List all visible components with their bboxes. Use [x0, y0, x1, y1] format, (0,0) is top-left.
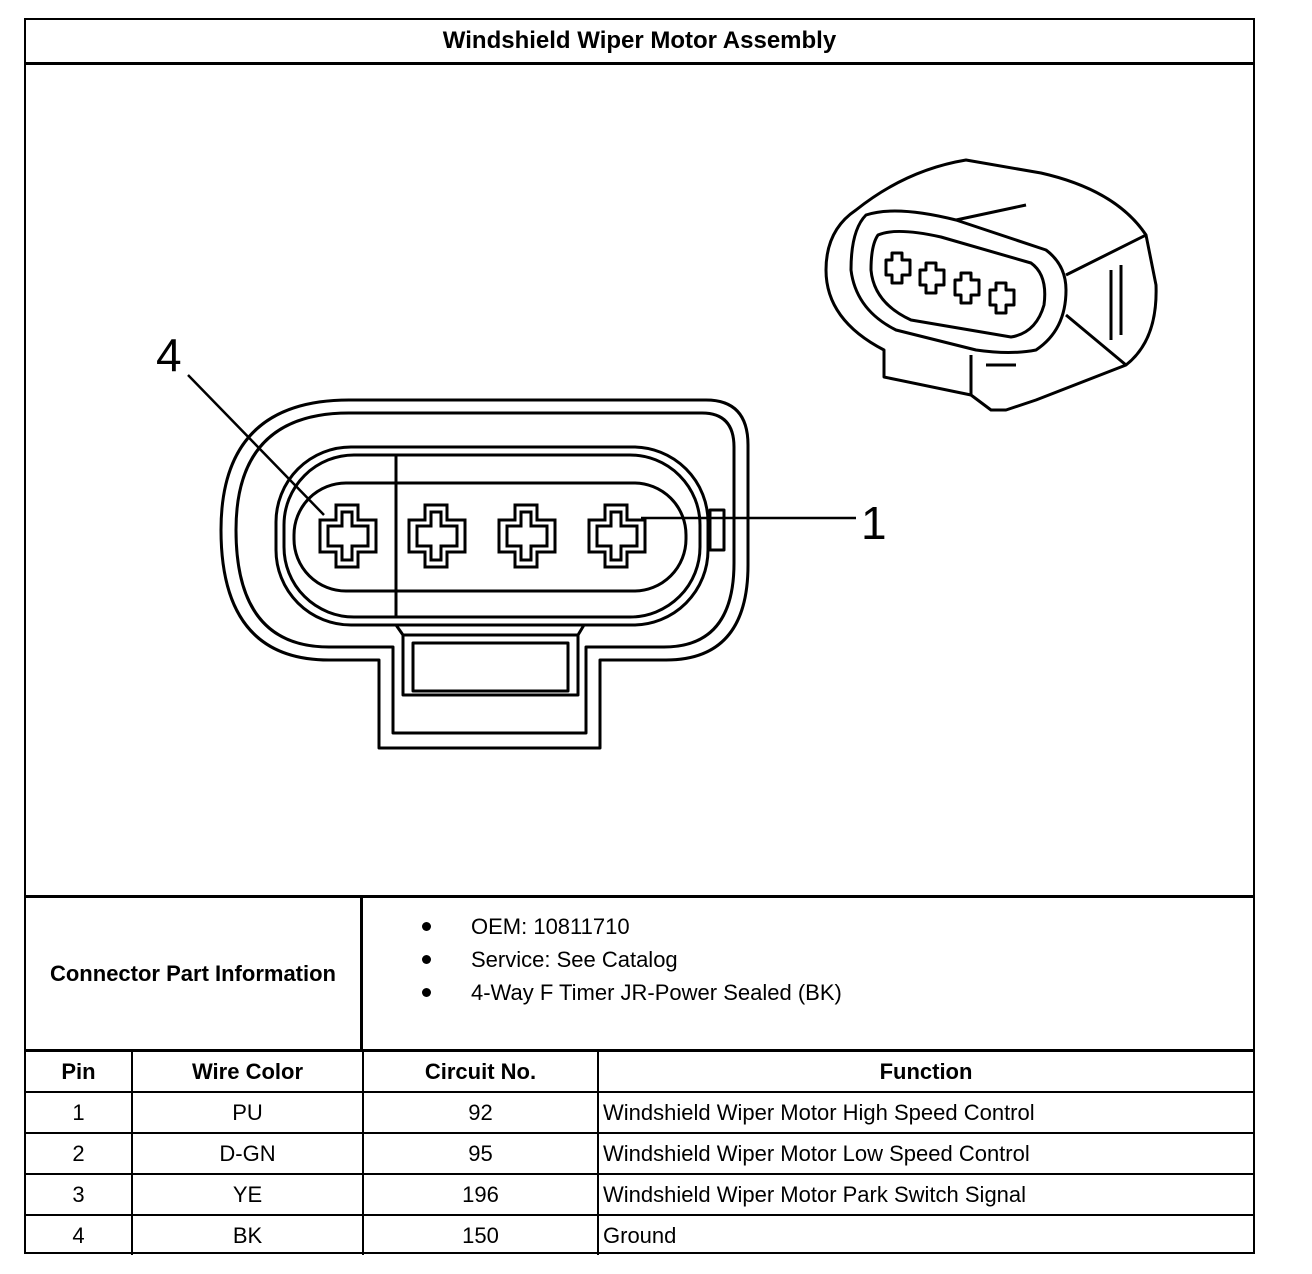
- pin-cavity-3: [407, 503, 467, 569]
- pin-cavities: [318, 503, 647, 569]
- header-pin: Pin: [26, 1049, 133, 1093]
- pin-cavity-2: [497, 503, 557, 569]
- callout-4-leader: [187, 374, 325, 516]
- table-row: 2 D-GN 95 Windshield Wiper Motor Low Spe…: [26, 1132, 1253, 1175]
- cell-wire-color: YE: [131, 1173, 364, 1216]
- callout-4-label: 4: [156, 329, 182, 381]
- cell-function: Ground: [597, 1214, 1253, 1255]
- diagram-title: Windshield Wiper Motor Assembly: [26, 20, 1253, 65]
- connector-info-row: Connector Part Information OEM: 10811710…: [26, 895, 1253, 1049]
- cell-pin: 4: [26, 1214, 133, 1255]
- connector-drawing: 4 1: [26, 65, 1253, 895]
- bullet-icon: [422, 922, 431, 931]
- connector-info-label: Connector Part Information: [26, 898, 363, 1049]
- table-row: 3 YE 196 Windshield Wiper Motor Park Swi…: [26, 1173, 1253, 1216]
- cell-circuit-no: 150: [362, 1214, 599, 1255]
- pin-table: Pin Wire Color Circuit No. Function 1 PU…: [26, 1049, 1253, 1255]
- header-wire-color: Wire Color: [131, 1049, 364, 1093]
- connector-iso-view: [824, 158, 1158, 412]
- cell-function: Windshield Wiper Motor Low Speed Control: [597, 1132, 1253, 1175]
- diagram-frame: Windshield Wiper Motor Assembly: [24, 18, 1255, 1255]
- header-function: Function: [597, 1049, 1253, 1093]
- list-item: OEM: 10811710: [416, 910, 842, 943]
- cell-pin: 3: [26, 1173, 133, 1216]
- pin-cavity-1: [587, 503, 647, 569]
- cell-pin: 1: [26, 1091, 133, 1134]
- bullet-icon: [422, 988, 431, 997]
- connector-front-view: [219, 398, 750, 750]
- cell-circuit-no: 196: [362, 1173, 599, 1216]
- bullet-icon: [422, 955, 431, 964]
- list-item: Service: See Catalog: [416, 943, 842, 976]
- cell-wire-color: PU: [131, 1091, 364, 1134]
- table-row: 4 BK 150 Ground: [26, 1214, 1253, 1255]
- cell-pin: 2: [26, 1132, 133, 1175]
- pin-cavity-4: [318, 503, 378, 569]
- header-circuit-no: Circuit No.: [362, 1049, 599, 1093]
- cell-function: Windshield Wiper Motor Park Switch Signa…: [597, 1173, 1253, 1216]
- table-row: 1 PU 92 Windshield Wiper Motor High Spee…: [26, 1091, 1253, 1134]
- cell-wire-color: D-GN: [131, 1132, 364, 1175]
- cell-function: Windshield Wiper Motor High Speed Contro…: [597, 1091, 1253, 1134]
- list-item: 4-Way F Timer JR-Power Sealed (BK): [416, 976, 842, 1009]
- cell-wire-color: BK: [131, 1214, 364, 1255]
- cell-circuit-no: 92: [362, 1091, 599, 1134]
- table-header-row: Pin Wire Color Circuit No. Function: [26, 1049, 1253, 1093]
- connector-info-list: OEM: 10811710 Service: See Catalog 4-Way…: [416, 910, 842, 1009]
- callout-1-label: 1: [861, 497, 887, 549]
- cell-circuit-no: 95: [362, 1132, 599, 1175]
